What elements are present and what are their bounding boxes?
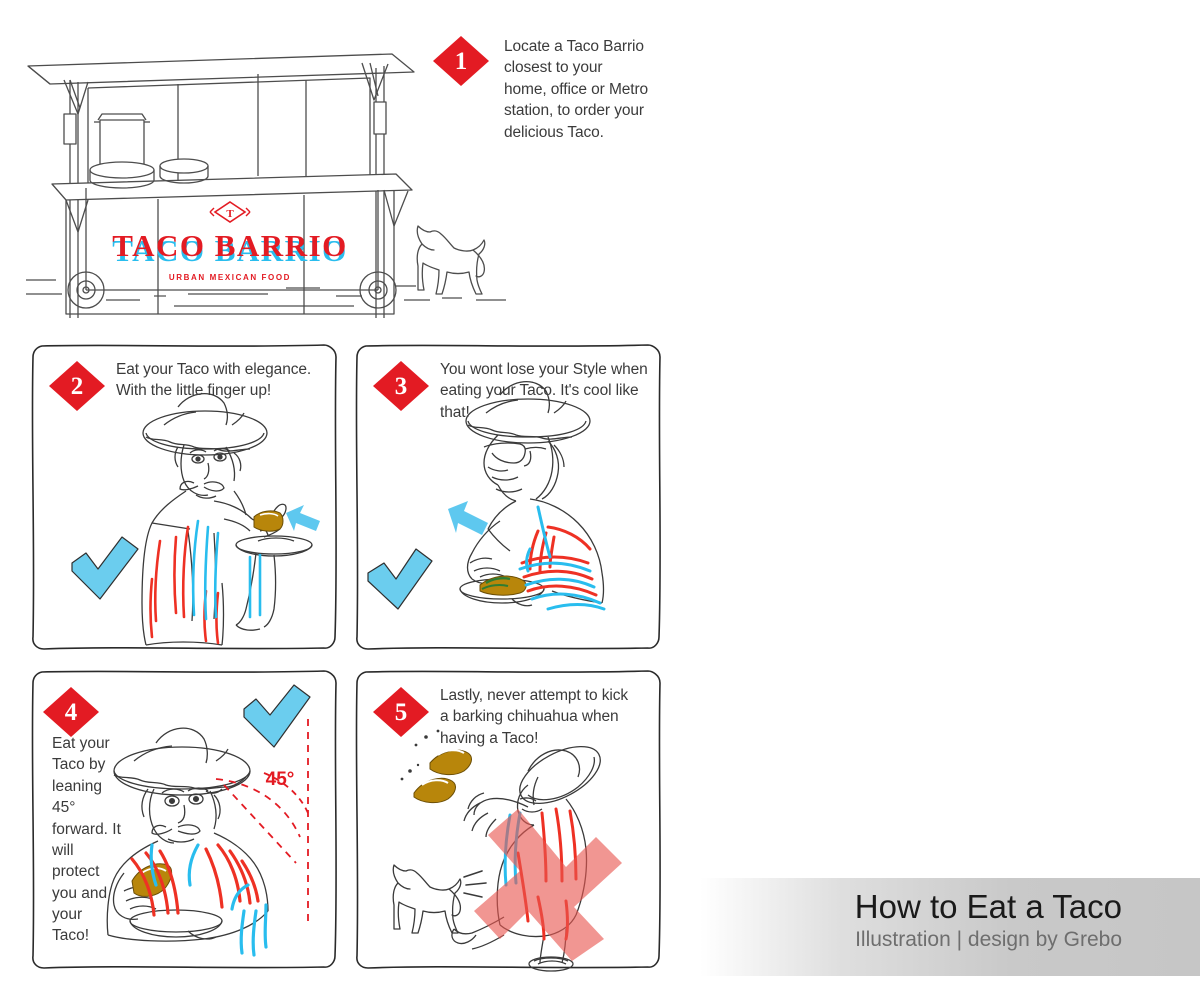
step-2-text: Eat your Taco with elegance. With the li… [116, 361, 312, 400]
brand-tagline: URBAN MEXICAN FOOD [169, 273, 291, 282]
step-5-panel: 5 Lastly, never attempt to kick a barkin… [352, 667, 664, 972]
step-number-1: 1 [454, 47, 468, 75]
step-1-block: T TACO BARRIO TACO BARRIO URBAN MEXICAN … [18, 18, 668, 318]
angle-guide-lines [215, 719, 309, 925]
step-1-text: Locate a Taco Barrio closest to your hom… [504, 38, 649, 141]
brand-wordmark-shadow: TACO BARRIO [112, 233, 348, 268]
step-number-5: 5 [394, 698, 408, 726]
step-number-badge-4: 4 [40, 681, 102, 743]
taco-icon [253, 510, 284, 532]
footer-banner: How to Eat a Taco Illustration | design … [700, 878, 1200, 976]
pointer-arrow-icon [286, 505, 320, 531]
poncho-stripes-cyan [518, 505, 606, 611]
step-3-text: You wont lose your Style when eating you… [440, 361, 648, 421]
angle-label: 45° [266, 769, 295, 790]
step-number-badge-3: 3 [370, 355, 432, 417]
step-3-panel: 3 You wont lose your Style when eating y… [352, 341, 664, 653]
flying-taco-icon [400, 729, 472, 804]
step-5-callout: 5 Lastly, never attempt to kick a barkin… [370, 681, 660, 749]
step-2-panel: 2 Eat your Taco with elegance. With the … [28, 341, 340, 653]
poster-subtitle: Illustration | design by Grebo [855, 927, 1122, 951]
forbidden-x-icon [474, 809, 622, 961]
approved-check-icon [243, 684, 311, 748]
taco-icon [479, 575, 527, 596]
step-4-panel: 45° 4 Eat your Taco by leaning 45° forwa… [28, 667, 340, 972]
brand-wordmark: TACO BARRIO [112, 228, 348, 263]
step-2-illustration [71, 393, 320, 646]
bark-lines-icon [463, 870, 487, 898]
step-4-callout: 4 [40, 681, 160, 743]
poster-title: How to Eat a Taco [854, 888, 1122, 925]
poncho-stripes-cyan [191, 519, 262, 621]
brand-badge-letter: T [226, 208, 234, 220]
step-number-3: 3 [394, 372, 408, 400]
step-number-2: 2 [70, 372, 84, 400]
step-4-illustration: 45° [106, 684, 311, 957]
step-2-callout: 2 Eat your Taco with elegance. With the … [46, 355, 336, 417]
poncho-stripes-cyan [149, 843, 268, 957]
poncho-stripes-red [130, 843, 260, 917]
chihuahua-dog-icon [416, 225, 486, 295]
step-number-badge-1: 1 [430, 30, 492, 92]
step-number-4: 4 [64, 698, 78, 726]
step-4-text: Eat your Taco by leaning 45° forward. It… [52, 735, 121, 945]
approved-check-icon [367, 548, 433, 610]
chihuahua-dog-icon [392, 864, 462, 934]
brand-badge-icon: T [209, 201, 251, 223]
step-number-badge-2: 2 [46, 355, 108, 417]
approved-check-icon [71, 536, 139, 600]
step-3-callout: 3 You wont lose your Style when eating y… [370, 355, 660, 423]
step-3-illustration [367, 381, 606, 611]
pointer-arrow-icon [448, 501, 488, 535]
step-number-badge-5: 5 [370, 681, 432, 743]
step-1-callout: 1 Locate a Taco Barrio closest to your h… [430, 30, 670, 143]
step-5-text: Lastly, never attempt to kick a barking … [440, 687, 629, 747]
step-5-illustration [392, 729, 622, 972]
taco-cart-illustration: T TACO BARRIO TACO BARRIO URBAN MEXICAN … [26, 53, 506, 318]
footer-text-block: How to Eat a Taco Illustration | design … [855, 888, 1122, 952]
